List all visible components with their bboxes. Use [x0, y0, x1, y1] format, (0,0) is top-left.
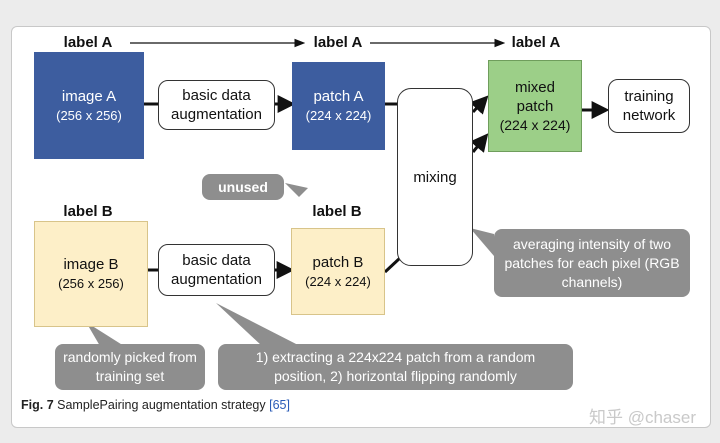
patch-b-size: (224 x 224)	[305, 273, 371, 289]
caption-fig-number: Fig. 7	[21, 398, 54, 412]
extracting-callout: 1) extracting a 224x224 patch from a ran…	[218, 344, 573, 390]
patch-a-title: patch A	[313, 88, 364, 105]
unused-pointer	[285, 183, 308, 197]
training-network-box: training network	[608, 79, 690, 133]
caption-ref[interactable]: [65]	[269, 398, 290, 412]
image-b-box: image B (256 x 256)	[34, 221, 148, 327]
watermark: 知乎 @chaser	[588, 408, 696, 427]
arrow-mixing-mixed2	[469, 133, 489, 153]
unused-callout: unused	[202, 174, 284, 200]
figure-caption: Fig. 7 SamplePairing augmentation strate…	[21, 398, 290, 412]
caption-text: SamplePairing augmentation strategy	[57, 398, 266, 412]
mixed-patch-title: mixed patch	[514, 78, 555, 115]
arrow-mixing-mixed1	[469, 95, 489, 115]
image-b-title: image B	[63, 256, 119, 273]
mixed-patch-size: (224 x 224)	[499, 116, 571, 133]
averaging-callout: averaging intensity of two patches for e…	[494, 229, 690, 297]
randomly-pointer	[86, 322, 124, 346]
patch-a-box: patch A (224 x 224)	[292, 62, 385, 150]
extracting-pointer	[216, 303, 300, 346]
patch-a-size: (224 x 224)	[305, 108, 372, 123]
mixing-box: mixing	[397, 88, 473, 266]
label-a-2: label A	[313, 34, 363, 51]
randomly-picked-callout: randomly picked from training set	[55, 344, 205, 390]
image-a-title: image A	[61, 87, 117, 105]
augmentation-a-box: basic data augmentation	[158, 80, 275, 130]
patch-b-box: patch B (224 x 224)	[291, 228, 385, 315]
label-a-3: label A	[511, 34, 561, 51]
label-b-1: label B	[63, 203, 113, 220]
label-b-2: label B	[312, 203, 362, 220]
arrow-patchB-mixing	[383, 256, 402, 274]
label-a-1: label A	[63, 34, 113, 51]
patch-b-title: patch B	[312, 253, 364, 271]
image-b-size: (256 x 256)	[58, 276, 124, 291]
image-a-box: image A (256 x 256)	[34, 52, 144, 159]
augmentation-b-box: basic data augmentation	[158, 244, 275, 296]
averaging-pointer	[470, 228, 494, 256]
image-a-size: (256 x 256)	[56, 107, 122, 123]
mixed-patch-box: mixed patch (224 x 224)	[488, 60, 582, 152]
